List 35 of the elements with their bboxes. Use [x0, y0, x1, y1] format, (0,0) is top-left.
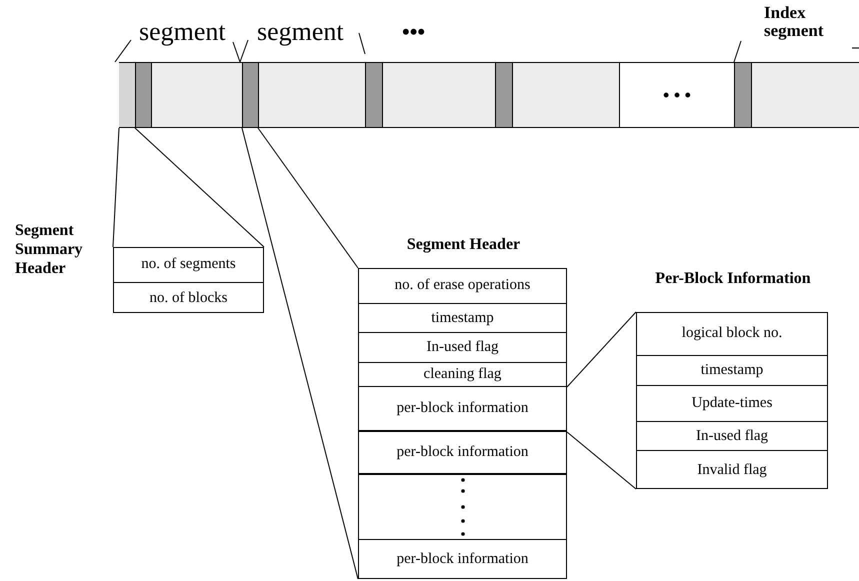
segment-header-cell: [242, 62, 258, 128]
field-name: no. of segments: [141, 256, 236, 273]
field-name: In-used flag: [696, 428, 768, 444]
table-heading: Segment Header: [406, 235, 522, 254]
field-name: Invalid flag: [697, 462, 767, 478]
field-name: per-block information: [396, 444, 528, 461]
leader-line: [258, 128, 358, 268]
field-name: per-block information: [396, 400, 528, 417]
segment-header-cell: [734, 62, 751, 128]
table-heading: Segment Summary Header: [15, 221, 84, 278]
leader-line: [566, 312, 636, 388]
ellipsis-text: •••: [402, 20, 426, 44]
field-name: timestamp: [431, 310, 494, 326]
field-name: per-block information: [396, 551, 528, 568]
table-heading: Per-Block Information: [654, 269, 812, 288]
field-name: no. of blocks: [150, 290, 228, 306]
segment-label: Index segment: [764, 4, 824, 40]
ellipsis-text: • • •: [663, 84, 691, 106]
table-row: [358, 475, 567, 540]
field-name: logical block no.: [682, 325, 782, 342]
field-name: Update-times: [692, 395, 772, 412]
segment-label: segment: [139, 18, 226, 46]
field-name: timestamp: [700, 362, 764, 379]
segment-header-cell: [135, 62, 151, 128]
leader-line: [134, 128, 264, 248]
segment-header-cell: [495, 62, 512, 128]
segment-header-cell: [365, 62, 382, 128]
segment-label: segment: [257, 18, 344, 46]
leader-line: [566, 432, 636, 490]
leader-line: [242, 128, 358, 580]
field-name: no. of erase operations: [394, 277, 530, 294]
leader-line: [112, 128, 120, 248]
field-name: cleaning flag: [424, 366, 502, 383]
field-name: In-used flag: [426, 339, 499, 356]
summary-header-cell: [119, 62, 135, 128]
